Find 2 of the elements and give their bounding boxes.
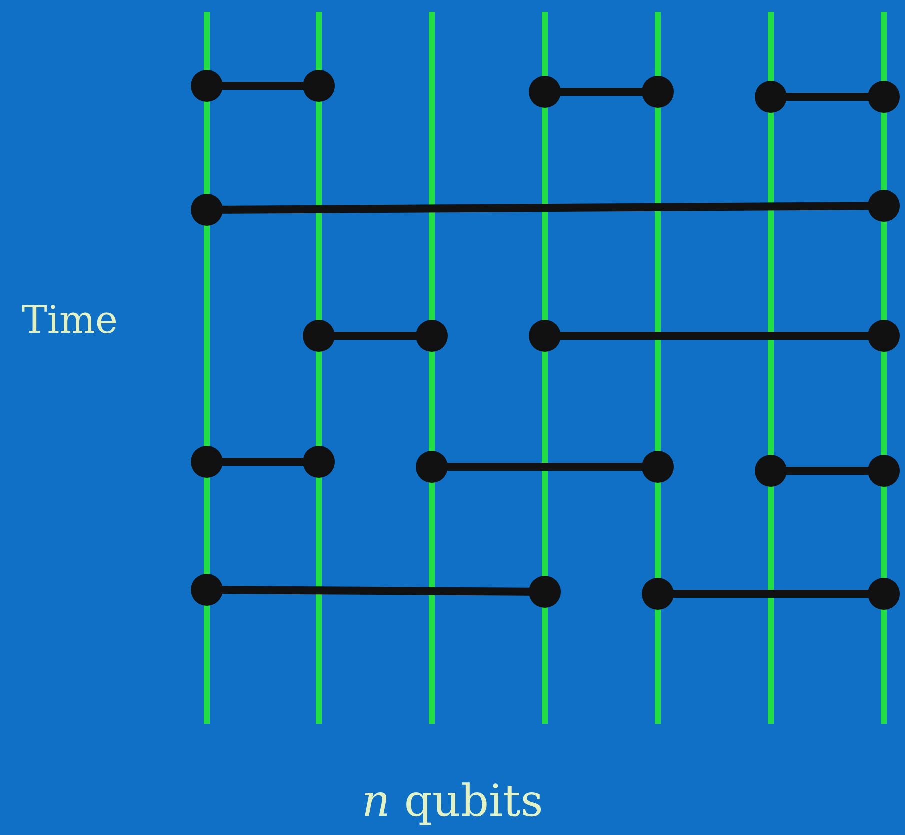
axis-label: Time bbox=[22, 298, 118, 342]
axis-label: n qubits bbox=[362, 776, 544, 827]
